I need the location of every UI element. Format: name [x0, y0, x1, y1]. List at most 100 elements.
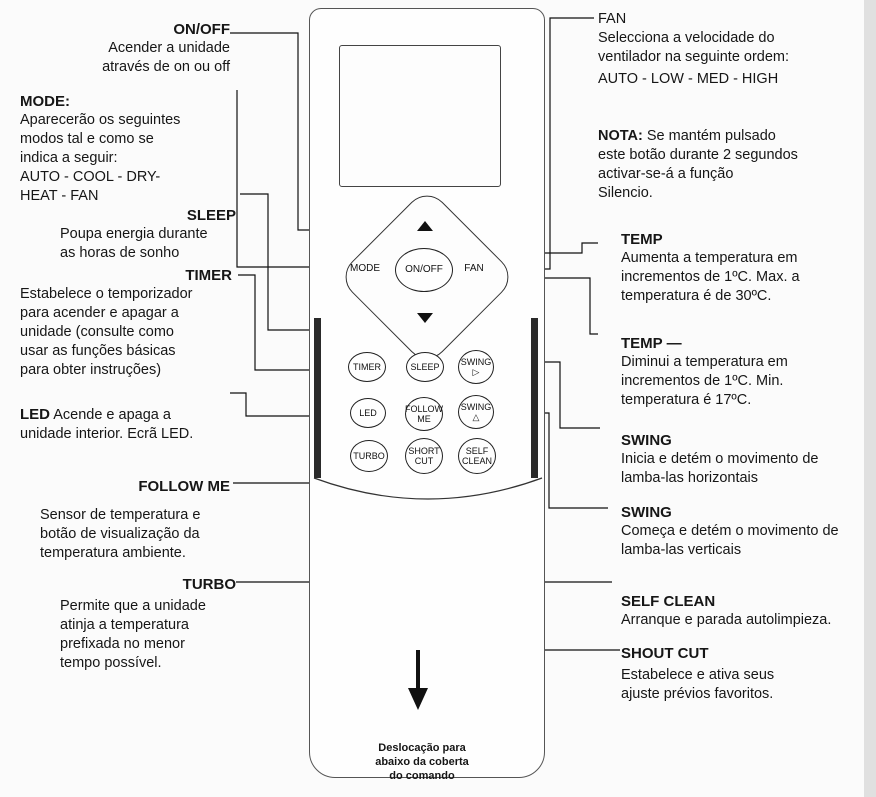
shout-cut-title: SHOUT CUT: [621, 645, 709, 662]
turbo-desc-2: atinja a temperatura: [60, 617, 189, 633]
nota-desc-inline: Se mantém pulsado: [642, 128, 776, 144]
temp-up-title: TEMP: [621, 231, 663, 248]
swing-vertical-label: SWING△: [461, 402, 492, 422]
fan-title: FAN: [598, 11, 627, 27]
slide-down-arrow-icon: [408, 688, 428, 710]
timer-desc-4: usar as funções básicas: [20, 343, 176, 359]
swing-horizontal-text: SWING: [460, 357, 492, 367]
temp-up-desc-2: incrementos de 1ºC. Max. a: [621, 269, 800, 285]
turbo-desc-1: Permite que a unidade: [60, 598, 206, 614]
turbo-title: TURBO: [182, 576, 236, 593]
callout-mode: MODE: Aparecerão os seguintes modos tal …: [20, 92, 240, 206]
callout-self-clean: SELF CLEAN Arranque e parada autolimpiez…: [621, 592, 864, 630]
callout-nota: NOTA: Se mantém pulsado este botão duran…: [598, 127, 838, 203]
self-clean-title: SELF CLEAN: [621, 593, 716, 610]
timer-desc-3: unidade (consulte como: [20, 324, 174, 340]
fan-desc-2: ventilador na seguinte ordem:: [598, 49, 790, 65]
fan-button-label: FAN: [464, 263, 484, 274]
fan-desc-3: AUTO - LOW - MED - HIGH: [598, 71, 779, 87]
timer-title: TIMER: [185, 267, 232, 284]
sleep-button[interactable]: SLEEP: [406, 352, 444, 382]
callout-timer: TIMER Estabelece o temporizador para ace…: [20, 266, 240, 380]
slide-caption: Deslocação para abaixo da coberta do com…: [352, 741, 492, 783]
swing-vertical-button[interactable]: SWING△: [458, 395, 494, 429]
turbo-desc-4: tempo possível.: [60, 655, 162, 671]
fan-button[interactable]: FAN: [460, 259, 488, 279]
temp-down-title: TEMP —: [621, 335, 682, 352]
self-text: SELF: [465, 446, 489, 456]
timer-desc-2: para acender e apagar a: [20, 305, 179, 321]
swing-h-desc-1: Inicia e detém o movimento de: [621, 451, 819, 467]
mode-title: MODE:: [20, 93, 70, 110]
onoff-title: ON/OFF: [173, 21, 230, 38]
follow-text: FOLLOW: [405, 404, 444, 414]
callout-swing-vertical: SWING Começa e detém o movimento de lamb…: [621, 503, 864, 560]
mode-button[interactable]: MODE: [349, 259, 381, 279]
nota-title: NOTA:: [598, 128, 643, 144]
temp-up-triangle-icon[interactable]: [417, 221, 433, 231]
led-desc-inline: Acende e apaga a: [50, 407, 171, 423]
sleep-button-label: SLEEP: [410, 362, 440, 372]
follow-me-desc-1: Sensor de temperatura e: [40, 507, 201, 523]
onoff-desc-2: através de on ou off: [102, 59, 230, 75]
callout-sleep: SLEEP Poupa energia durante as horas de …: [40, 206, 240, 263]
sleep-desc-2: as horas de sonho: [60, 245, 180, 261]
callout-temp-up: TEMP Aumenta a temperatura em incremento…: [621, 230, 856, 306]
temp-down-desc-3: temperatura é 17ºC.: [621, 392, 752, 408]
led-button[interactable]: LED: [350, 398, 386, 428]
sleep-title: SLEEP: [186, 207, 236, 224]
me-text: ME: [417, 414, 431, 424]
caption-line-1: Deslocação para: [378, 742, 466, 754]
temp-down-desc-2: incrementos de 1ºC. Min.: [621, 373, 784, 389]
swing-up-icon: △: [472, 412, 480, 422]
callout-follow-me-desc: Sensor de temperatura e botão de visuali…: [40, 506, 240, 563]
led-desc-1: unidade interior. Ecrã LED.: [20, 426, 194, 442]
callout-follow-me: FOLLOW ME: [40, 477, 240, 496]
mode-desc-1: Aparecerão os seguintes: [20, 112, 181, 128]
callout-temp-down: TEMP — Diminui a temperatura em incremen…: [621, 334, 856, 410]
mode-desc-4: AUTO - COOL - DRY-: [20, 169, 161, 185]
callout-shout-cut: SHOUT CUT Estabelece e ativa seus ajuste…: [621, 644, 861, 704]
shout-cut-desc-2: ajuste prévios favoritos.: [621, 686, 774, 702]
turbo-button[interactable]: TURBO: [350, 440, 388, 472]
nota-desc-1: este botão durante 2 segundos: [598, 147, 798, 163]
mode-desc-2: modos tal e como se: [20, 131, 154, 147]
swing-right-icon: ▷: [472, 367, 480, 377]
onoff-button[interactable]: ON/OFF: [395, 248, 453, 292]
nota-desc-2: activar-se-á a função: [598, 166, 734, 182]
lcd-screen: [339, 45, 501, 187]
callout-led: LED Acende e apaga a unidade interior. E…: [20, 405, 250, 444]
temp-up-desc-3: temperatura é de 30ºC.: [621, 288, 772, 304]
swing-v-title: SWING: [621, 504, 672, 521]
timer-button[interactable]: TIMER: [348, 352, 386, 382]
led-title: LED: [20, 406, 50, 423]
swing-horizontal-button[interactable]: SWING▷: [458, 350, 494, 384]
temp-down-desc-1: Diminui a temperatura em: [621, 354, 788, 370]
callout-swing-horizontal: SWING Inicia e detém o movimento de lamb…: [621, 431, 861, 488]
slide-down-arrow-shaft: [416, 650, 420, 690]
caption-line-2: abaixo da coberta: [375, 756, 469, 768]
self-clean-desc-1: Arranque e parada autolimpieza.: [621, 612, 832, 628]
swing-v-desc-2: lamba-las verticais: [621, 542, 742, 558]
short-text: SHORT: [408, 446, 440, 456]
timer-button-label: TIMER: [353, 362, 381, 372]
timer-desc-5: para obter instruções): [20, 362, 162, 378]
onoff-button-label: ON/OFF: [405, 264, 443, 275]
temp-down-triangle-icon[interactable]: [417, 313, 433, 323]
mode-button-label: MODE: [350, 263, 380, 274]
swing-vertical-text: SWING: [460, 402, 492, 412]
follow-me-desc-3: temperatura ambiente.: [40, 545, 186, 561]
cover-curve: [313, 477, 543, 500]
mode-desc-5: HEAT - FAN: [20, 188, 99, 204]
sleep-desc-1: Poupa energia durante: [60, 226, 208, 242]
turbo-desc-3: prefixada no menor: [60, 636, 185, 652]
scan-edge-shadow: [864, 0, 876, 797]
caption-line-3: do comando: [389, 770, 455, 782]
nota-desc-3: Silencio.: [598, 185, 653, 201]
